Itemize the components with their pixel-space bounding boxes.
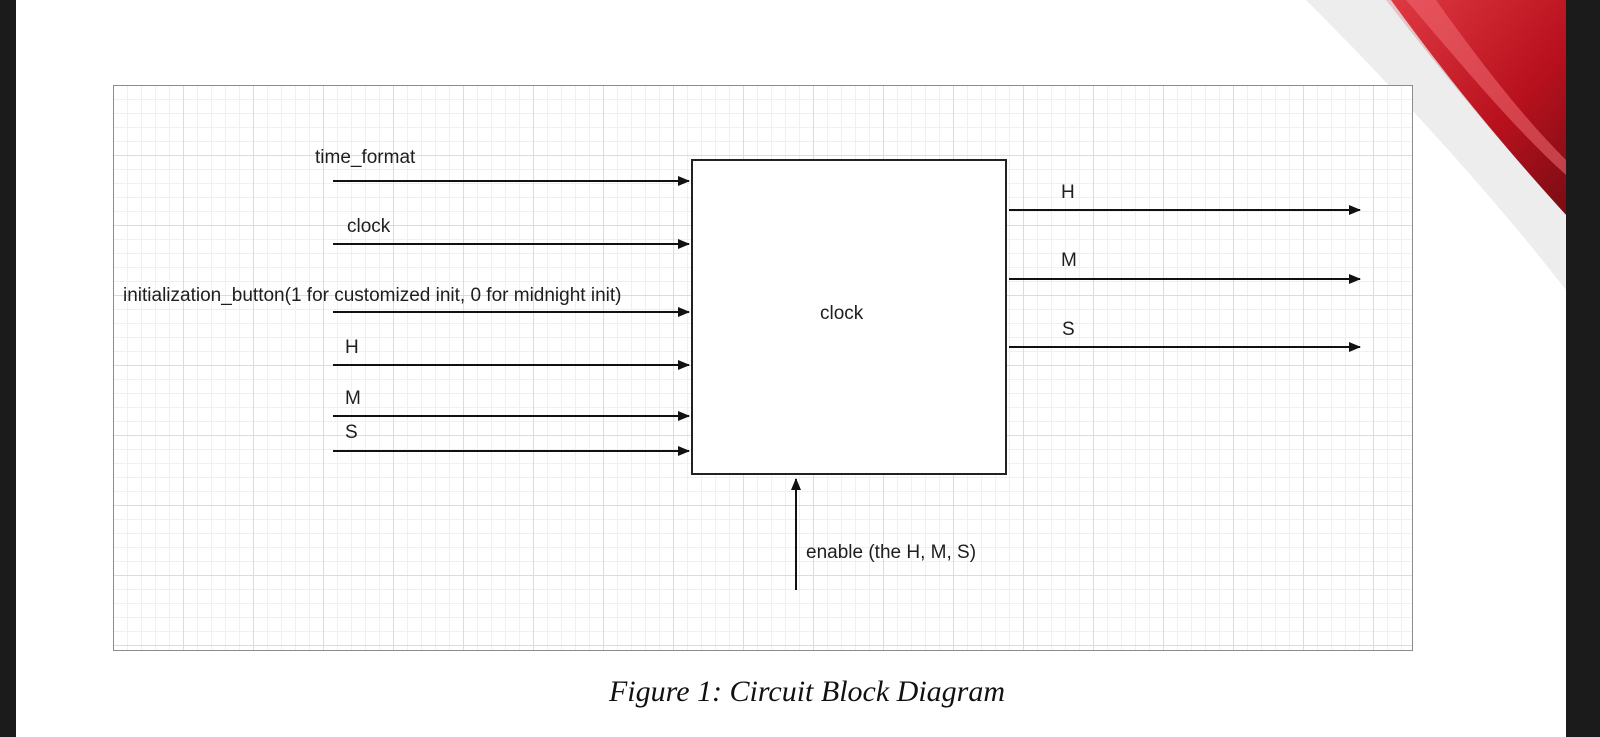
h-input-label: H: [345, 337, 359, 358]
wiring: [333, 176, 1361, 590]
init-button-label: initialization_button(1 for customized i…: [123, 285, 622, 306]
time-format-label: time_format: [315, 147, 416, 168]
figure-caption: Figure 1: Circuit Block Diagram: [608, 675, 1006, 708]
m-input-label: M: [345, 388, 361, 409]
h-output-label: H: [1061, 182, 1075, 203]
clock-block-label: clock: [820, 303, 864, 324]
s-output-label: S: [1062, 319, 1075, 340]
clock-block: [691, 159, 1007, 475]
s-input-label: S: [345, 422, 358, 443]
diagram-canvas: clock time_format clock initialization_b…: [113, 85, 1413, 651]
ribbon-highlight: [1406, 0, 1566, 175]
m-output-label: M: [1061, 250, 1077, 271]
document-page: clock time_format clock initialization_b…: [16, 0, 1566, 737]
clock-input-label: clock: [347, 216, 391, 237]
enable-label: enable (the H, M, S): [806, 542, 977, 563]
